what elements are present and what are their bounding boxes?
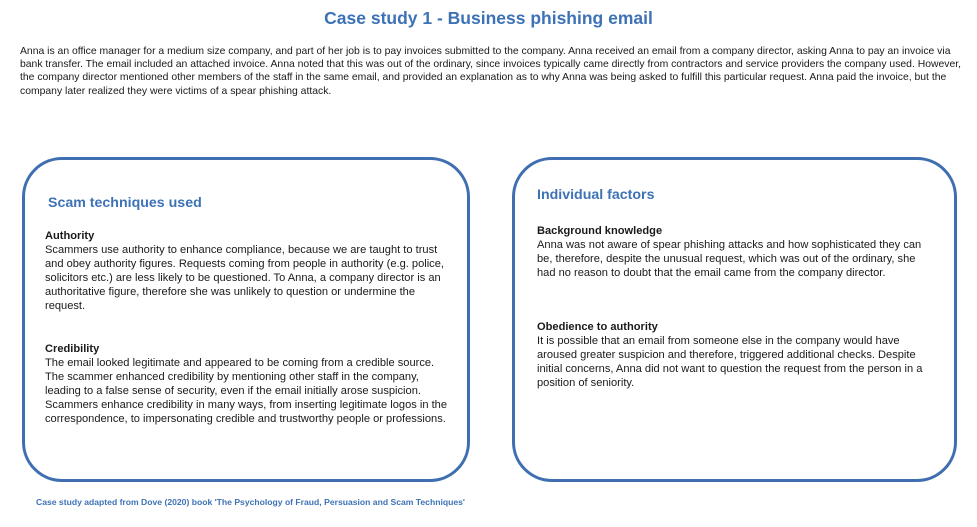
authority-section: Authority Scammers use authority to enha…: [45, 229, 450, 313]
authority-body: Scammers use authority to enhance compli…: [45, 244, 444, 312]
individual-factors-heading: Individual factors: [537, 187, 655, 203]
individual-factors-card: Individual factors Background knowledge …: [512, 157, 957, 482]
credibility-section: Credibility The email looked legitimate …: [45, 342, 450, 426]
credibility-title: Credibility: [45, 343, 100, 355]
scam-techniques-heading: Scam techniques used: [48, 195, 202, 211]
obedience-section: Obedience to authority It is possible th…: [537, 320, 937, 390]
background-knowledge-title: Background knowledge: [537, 225, 663, 237]
credibility-body: The email looked legitimate and appeared…: [45, 357, 435, 397]
obedience-title: Obedience to authority: [537, 321, 658, 333]
scam-techniques-card: Scam techniques used Authority Scammers …: [22, 157, 470, 482]
background-knowledge-section: Background knowledge Anna was not aware …: [537, 224, 937, 280]
source-citation: Case study adapted from Dove (2020) book…: [36, 497, 465, 507]
background-knowledge-body: Anna was not aware of spear phishing att…: [537, 239, 922, 279]
credibility-body-continued: Scammers enhance credibility in many way…: [45, 399, 448, 425]
intro-paragraph: Anna is an office manager for a medium s…: [20, 46, 962, 97]
page-title: Case study 1 - Business phishing email: [324, 8, 653, 28]
obedience-body: It is possible that an email from someon…: [537, 335, 923, 389]
authority-title: Authority: [45, 230, 95, 242]
